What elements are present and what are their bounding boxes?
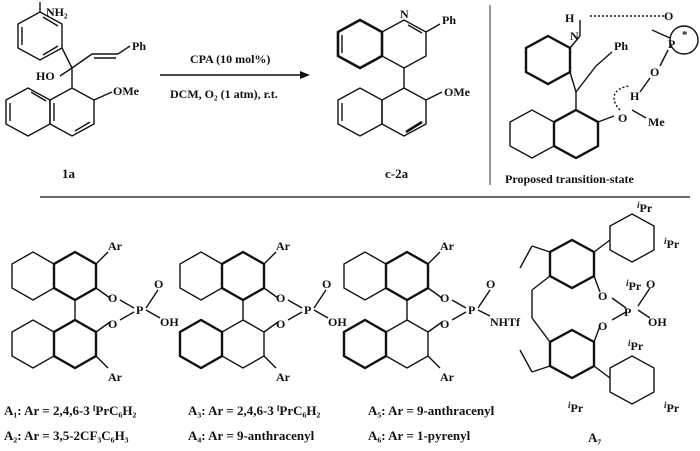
- ts-me-label: Me: [648, 115, 665, 129]
- caption-a1: A₁: Ar = 2,4,6-3 ⁱPrC₆H₂: [4, 403, 137, 418]
- conditions-top: CPA (10 mol%): [190, 52, 270, 66]
- a1-p: P: [136, 303, 143, 317]
- catalyst-h8-binol-nhtf: [342, 250, 491, 370]
- ome-label: OMe: [113, 84, 140, 98]
- ts-h-mid-label: H: [630, 89, 640, 103]
- a3-oh: OH: [328, 315, 347, 329]
- a7-ipr-5: iPr: [568, 400, 584, 415]
- caption-a4: A₄: Ar = 9-anthracenyl: [188, 428, 315, 443]
- a1-o1: O: [108, 291, 117, 305]
- caption-a6: A₆: Ar = 1-pyrenyl: [368, 428, 471, 443]
- a3-p: P: [304, 303, 311, 317]
- caption-a7: A₇: [588, 430, 602, 445]
- substrate-label: 1a: [62, 166, 76, 181]
- a3-o-double: O: [322, 277, 331, 291]
- a7-oh: OH: [648, 315, 667, 329]
- a7-ipr-4: iPr: [628, 338, 644, 353]
- a5-ar-bottom: Ar: [440, 370, 455, 384]
- product-label: c-2a: [385, 166, 409, 181]
- a7-ipr-2: iPr: [664, 236, 680, 251]
- ts-h-label: H: [565, 11, 575, 25]
- a7-ipr-6: iPr: [664, 400, 680, 415]
- a1-o2: O: [108, 317, 117, 331]
- ts-star-label: *: [682, 29, 688, 41]
- nh2-label: NH₂: [46, 5, 68, 19]
- a1-ar-top: Ar: [108, 239, 123, 253]
- product-c-2a: [336, 18, 443, 137]
- ts-ph-label: Ph: [614, 39, 628, 53]
- a5-nhtf: NHTf: [490, 315, 521, 329]
- ts-n-label: N: [570, 29, 579, 43]
- product-n-label: N: [400, 7, 409, 21]
- a3-ar-bottom: Ar: [276, 370, 291, 384]
- caption-a3: A₃: Ar = 2,4,6-3 ⁱPrC₆H₂: [188, 403, 321, 418]
- a7-o1: O: [598, 289, 607, 303]
- a7-ipr-1: iPr: [637, 200, 653, 215]
- a7-o2: O: [598, 319, 607, 333]
- a1-ar-bottom: Ar: [108, 370, 123, 384]
- ph-label: Ph: [132, 39, 146, 53]
- product-ome-label: OMe: [444, 85, 471, 99]
- a7-o-double: O: [646, 277, 655, 291]
- conditions-bottom: DCM, O₂ (1 atm), r.t.: [170, 87, 278, 101]
- ts-p-label: P: [668, 37, 675, 51]
- a1-o-double: O: [154, 277, 163, 291]
- transition-state-title: Proposed transition-state: [505, 172, 634, 186]
- arrow-head: [300, 71, 310, 79]
- ts-o-mid-label: O: [650, 65, 659, 79]
- a5-ar-top: Ar: [440, 239, 455, 253]
- a7-p: P: [624, 305, 631, 319]
- a5-o-double: O: [486, 277, 495, 291]
- catalyst-spinol-a7: [519, 213, 655, 405]
- a3-ar-top: Ar: [276, 239, 291, 253]
- a5-o2: O: [440, 317, 449, 331]
- a5-p: P: [468, 303, 475, 317]
- caption-a5: A₅: Ar = 9-anthracenyl: [368, 403, 495, 418]
- transition-state: [509, 15, 699, 160]
- catalyst-h8-binol-phosphoric-acid: [178, 250, 329, 370]
- product-ph-label: Ph: [442, 13, 456, 27]
- a3-o2: O: [276, 317, 285, 331]
- caption-a2: A₂: Ar = 3,5-2CF₃C₆H₃: [4, 428, 129, 443]
- a1-oh: OH: [160, 315, 179, 329]
- catalyst-binol-phosphoric-acid: [11, 250, 161, 370]
- a3-o1: O: [276, 291, 285, 305]
- a7-ipr-3: iPr: [626, 278, 642, 293]
- ts-o-top-label: O: [664, 9, 673, 23]
- ts-o-bottom-label: O: [618, 111, 627, 125]
- substrate-1a: [5, 2, 131, 137]
- a5-o1: O: [440, 291, 449, 305]
- ho-label: HO: [36, 69, 55, 83]
